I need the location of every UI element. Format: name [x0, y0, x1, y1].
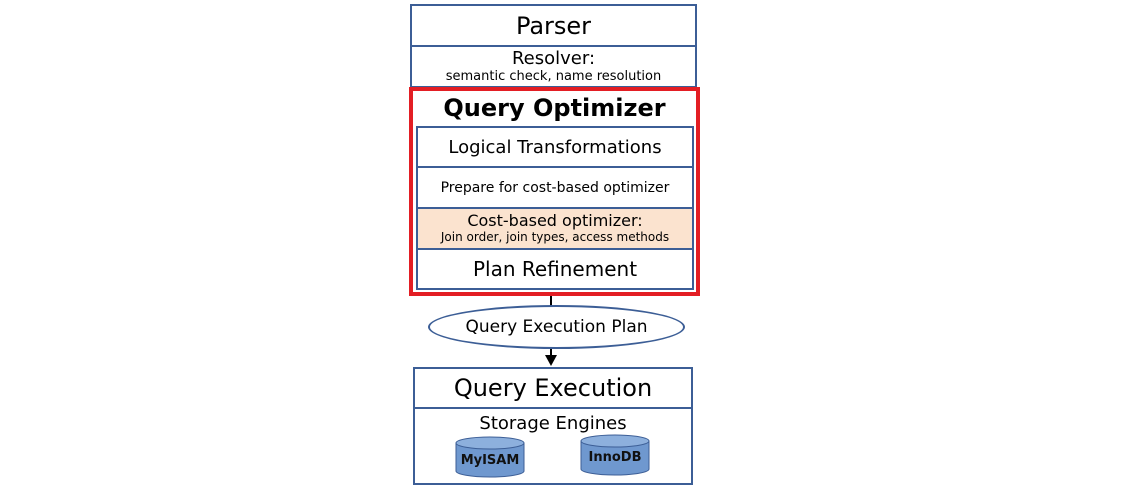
myisam-label: MyISAM	[460, 453, 520, 468]
query-execution-plan-ellipse: Query Execution Plan	[428, 305, 685, 349]
prepare-cost-based-label: Prepare for cost-based optimizer	[440, 179, 670, 196]
storage-engines-label: Storage Engines	[479, 413, 627, 434]
parser-label: Parser	[515, 11, 592, 40]
myisam-cylinder-icon: MyISAM	[455, 436, 525, 478]
plan-refinement-box: Plan Refinement	[416, 248, 694, 290]
query-optimizer-title: Query Optimizer	[443, 94, 666, 122]
innodb-cylinder-icon: InnoDB	[580, 434, 650, 476]
cost-based-optimizer-box: Cost-based optimizer: Join order, join t…	[416, 207, 694, 250]
plan-refinement-label: Plan Refinement	[472, 257, 638, 281]
resolver-detail: semantic check, name resolution	[445, 68, 662, 84]
query-execution-plan-label: Query Execution Plan	[465, 317, 648, 337]
query-execution-box: Query Execution	[413, 367, 693, 409]
resolver-label: Resolver:	[511, 47, 596, 69]
parser-box: Parser	[410, 4, 697, 47]
arrowhead-icon	[545, 355, 557, 366]
cost-based-optimizer-detail: Join order, join types, access methods	[440, 230, 670, 244]
cost-based-optimizer-label: Cost-based optimizer:	[467, 211, 643, 230]
innodb-label: InnoDB	[588, 450, 642, 465]
logical-transformations-label: Logical Transformations	[448, 136, 662, 158]
query-execution-label: Query Execution	[453, 374, 653, 402]
